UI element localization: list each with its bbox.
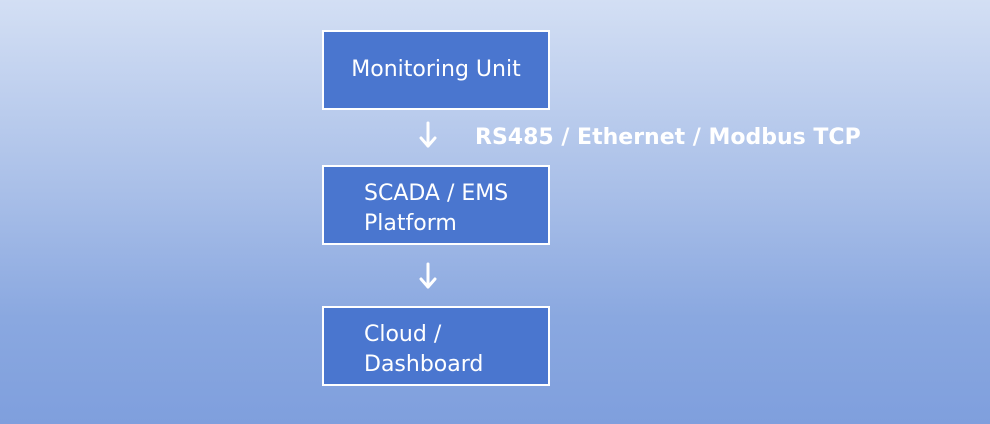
node-monitoring-unit: Monitoring Unit (322, 30, 550, 110)
arrow-down-icon (419, 121, 437, 148)
node-label-line-1: SCADA / EMS (364, 181, 509, 206)
node-label-line-1: Cloud / (364, 322, 442, 347)
node-cloud-dashboard: Cloud / Dashboard (322, 306, 550, 386)
node-label-line-2: Platform (364, 211, 457, 236)
node-scada-ems-platform: SCADA / EMS Platform (322, 165, 550, 245)
node-label: Monitoring Unit (351, 57, 521, 82)
arrow-down-icon (419, 262, 437, 289)
node-label-line-2: Dashboard (364, 352, 484, 377)
edge-label-protocol: RS485 / Ethernet / Modbus TCP (475, 125, 861, 150)
